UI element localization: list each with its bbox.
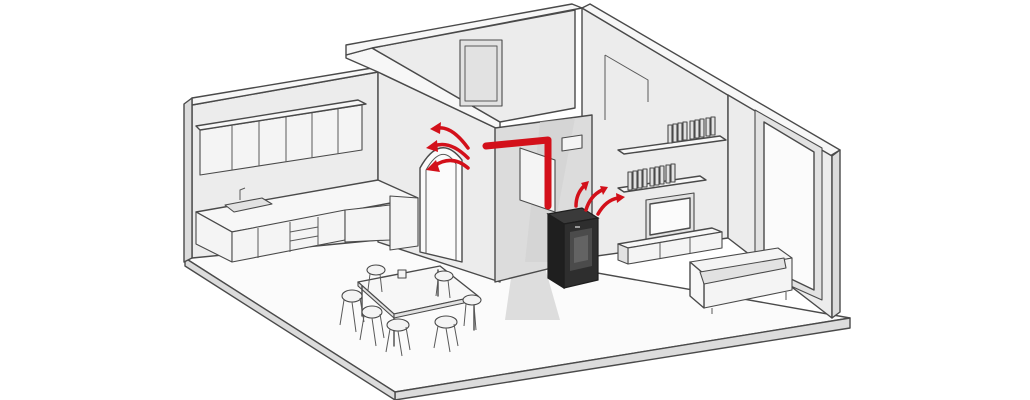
heat-duct-icon	[482, 136, 552, 210]
sofa	[689, 247, 793, 314]
sink-faucet	[239, 187, 246, 200]
living-side-wall-edge	[831, 149, 841, 319]
chair	[433, 315, 459, 353]
chair	[462, 294, 482, 331]
back-wall-doorway	[604, 54, 649, 102]
pellet-stove-icon	[546, 207, 600, 290]
chair	[359, 305, 385, 347]
kitchen-counter	[195, 179, 419, 263]
high-window-frame	[464, 45, 498, 102]
books-lower	[627, 163, 676, 191]
kitchen-sink	[224, 197, 273, 213]
tv-unit	[617, 192, 723, 265]
kitchen-wall-left-edge	[183, 97, 193, 263]
arch-doorway	[419, 147, 463, 263]
upper-wall-top	[345, 3, 583, 56]
heat-arrow-icon	[574, 181, 625, 216]
wall-shelves	[617, 116, 727, 193]
floor-slab-left-edge	[184, 257, 396, 400]
chair	[434, 270, 454, 299]
table-cup	[397, 269, 407, 279]
dining-chairs	[339, 264, 482, 357]
heat-arrow-icon	[426, 122, 470, 172]
wall-box	[561, 134, 583, 152]
chair	[385, 318, 411, 357]
chair	[366, 264, 386, 293]
books-upper	[667, 116, 716, 144]
arch-inner-edge	[425, 154, 457, 260]
upper-cabinets	[195, 99, 367, 176]
high-window	[459, 39, 503, 107]
